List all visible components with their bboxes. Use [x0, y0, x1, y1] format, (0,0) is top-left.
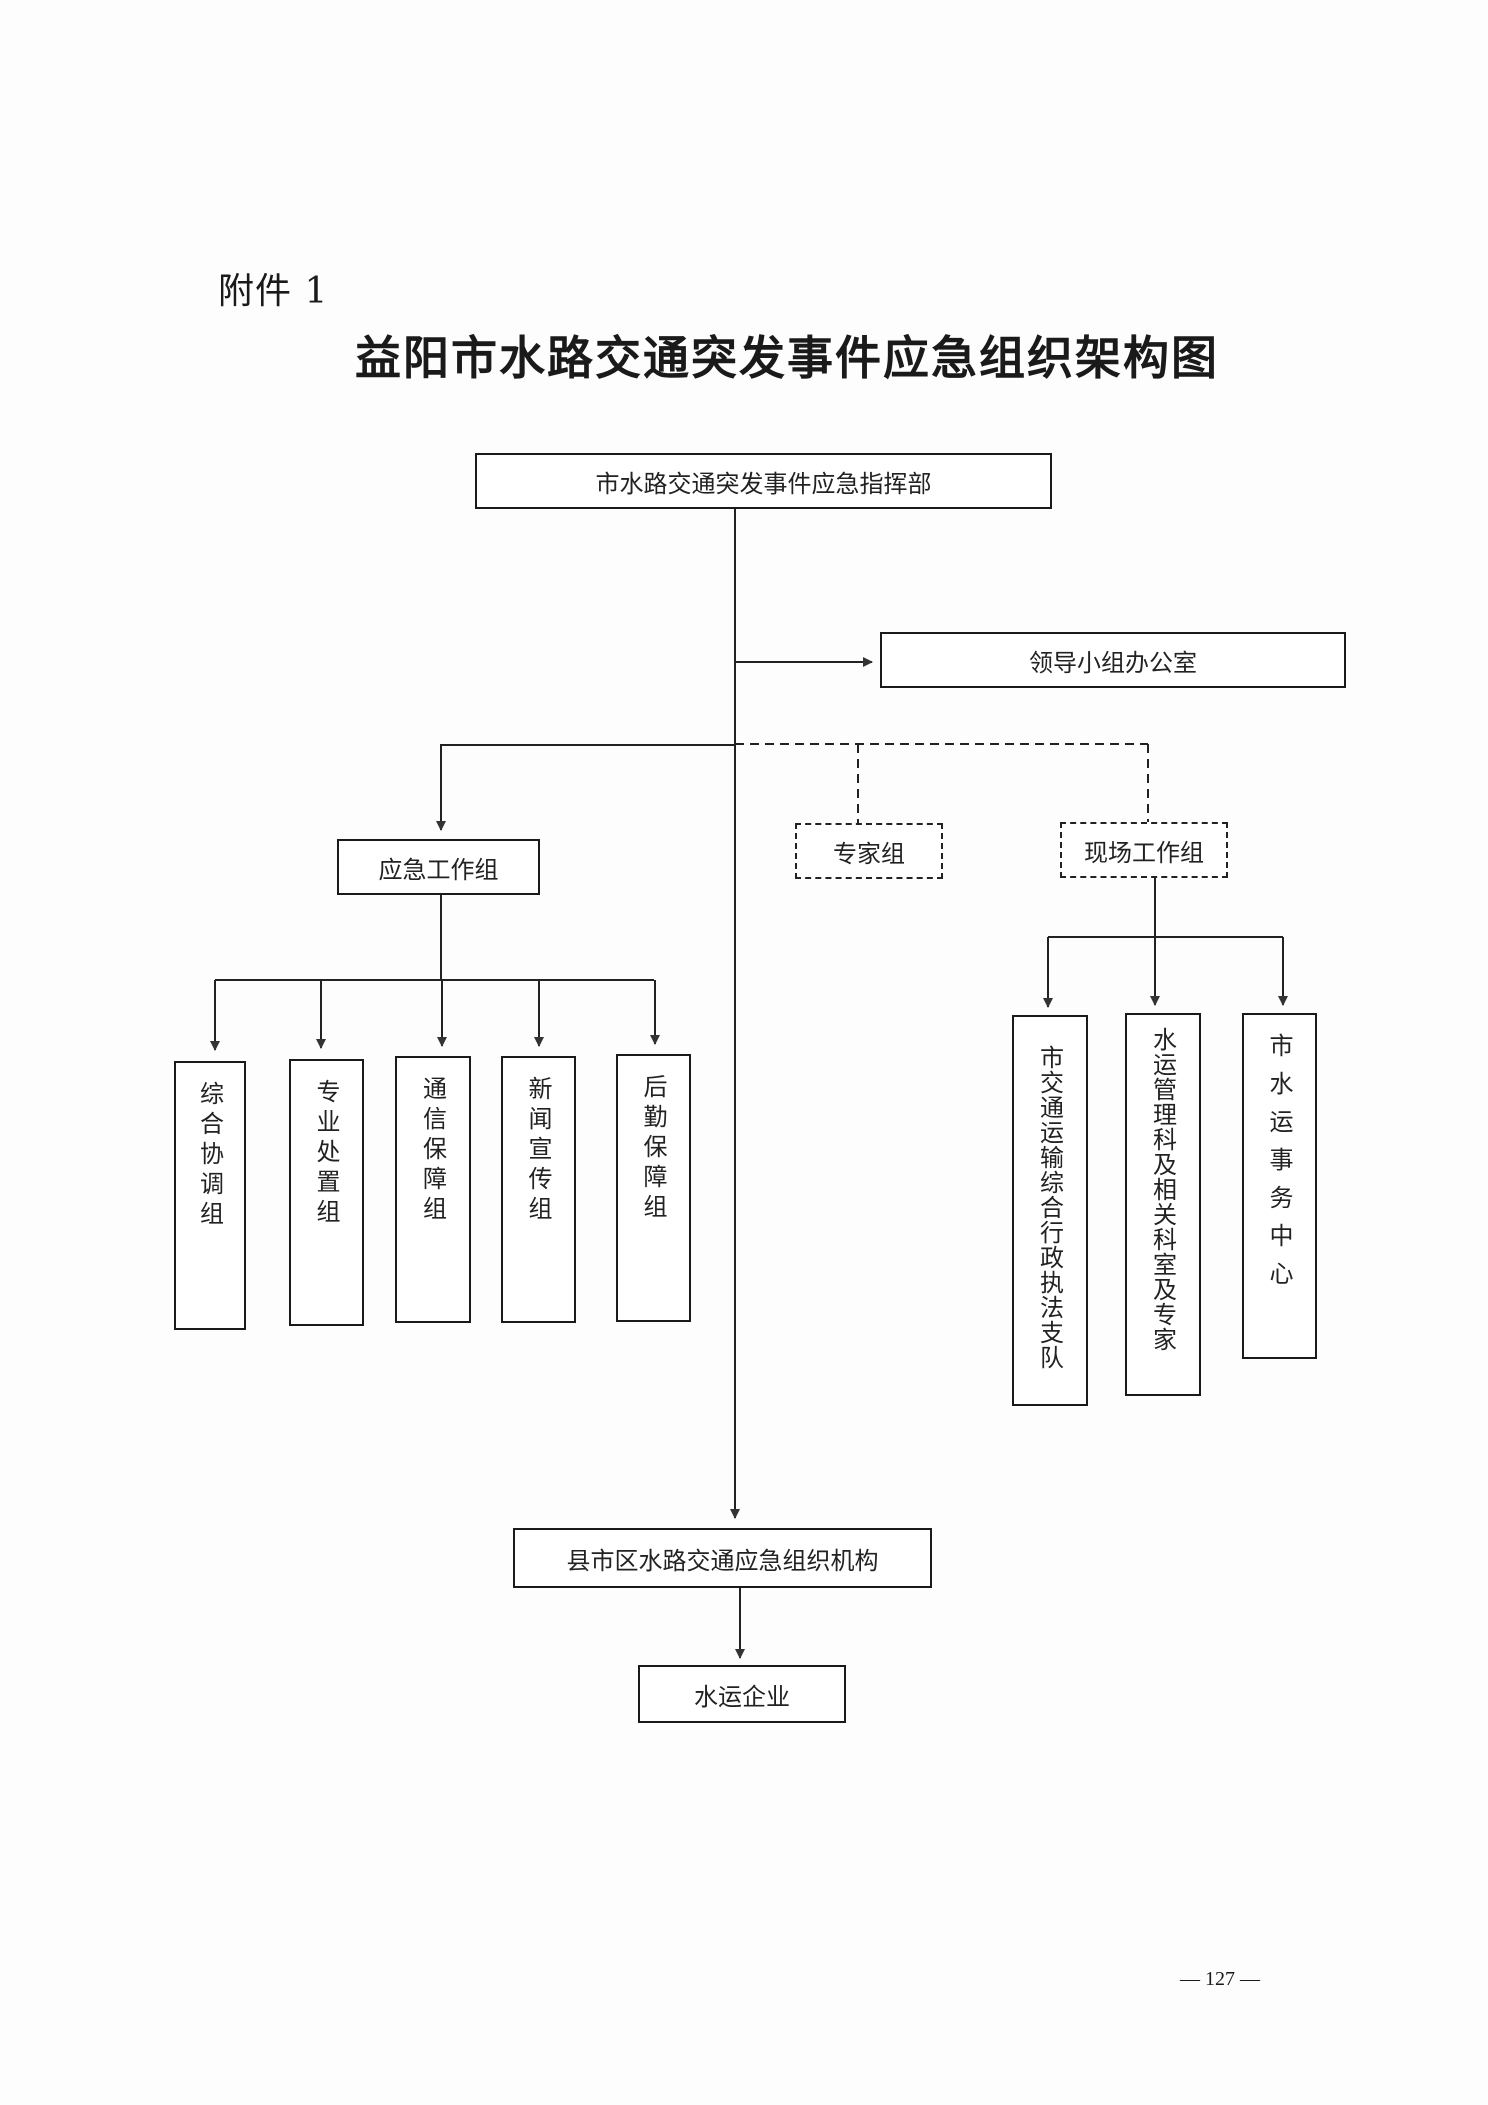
page-number: — 127 — [1180, 1968, 1260, 1990]
subgroup-box-2: 专业处置组 [289, 1059, 364, 1326]
enterprise-label: 水运企业 [694, 1682, 790, 1711]
attachment-label: 附件 1 [218, 271, 329, 312]
subgroup-box-4: 新闻宣传组 [501, 1056, 576, 1323]
onsite-subgroup-box-3: 市水运事务中心 [1242, 1013, 1317, 1359]
subgroup-label-1: 综合协调组 [195, 1081, 224, 1231]
command-hq-label: 市水路交通突发事件应急指挥部 [595, 469, 932, 498]
subgroup-box-1: 综合协调组 [174, 1061, 246, 1330]
onsite-subgroup-box-2: 水运管理科及相关科室及专家 [1125, 1013, 1201, 1396]
expert-group-label: 专家组 [833, 839, 905, 868]
office-box: 领导小组办公室 [880, 632, 1346, 688]
subgroup-label-4: 新闻宣传组 [524, 1076, 552, 1226]
emergency-group-box: 应急工作组 [337, 839, 540, 895]
command-hq-box: 市水路交通突发事件应急指挥部 [475, 453, 1052, 509]
onsite-subgroup-label-3: 市水运事务中心 [1265, 1033, 1293, 1299]
subgroup-box-3: 通信保障组 [395, 1056, 471, 1323]
onsite-group-label: 现场工作组 [1084, 838, 1204, 867]
page-title: 益阳市水路交通突发事件应急组织架构图 [355, 331, 1219, 385]
office-label: 领导小组办公室 [1029, 648, 1197, 677]
onsite-subgroup-label-1: 市交通运输综合行政执法支队 [1035, 1045, 1064, 1370]
onsite-group-box: 现场工作组 [1060, 822, 1228, 878]
subgroup-label-2: 专业处置组 [312, 1079, 340, 1229]
county-label: 县市区水路交通应急组织机构 [566, 1546, 879, 1575]
enterprise-box: 水运企业 [638, 1665, 846, 1723]
subgroup-label-3: 通信保障组 [418, 1076, 447, 1226]
onsite-subgroup-label-2: 水运管理科及相关科室及专家 [1148, 1027, 1177, 1352]
county-box: 县市区水路交通应急组织机构 [513, 1528, 932, 1588]
emergency-group-link [436, 744, 735, 831]
emergency-group-label: 应急工作组 [378, 855, 499, 884]
expert-group-box: 专家组 [795, 823, 943, 879]
onsite-subgroup-box-1: 市交通运输综合行政执法支队 [1012, 1015, 1088, 1406]
subgroup-box-5: 后勤保障组 [616, 1054, 691, 1322]
subgroup-label-5: 后勤保障组 [639, 1074, 667, 1224]
